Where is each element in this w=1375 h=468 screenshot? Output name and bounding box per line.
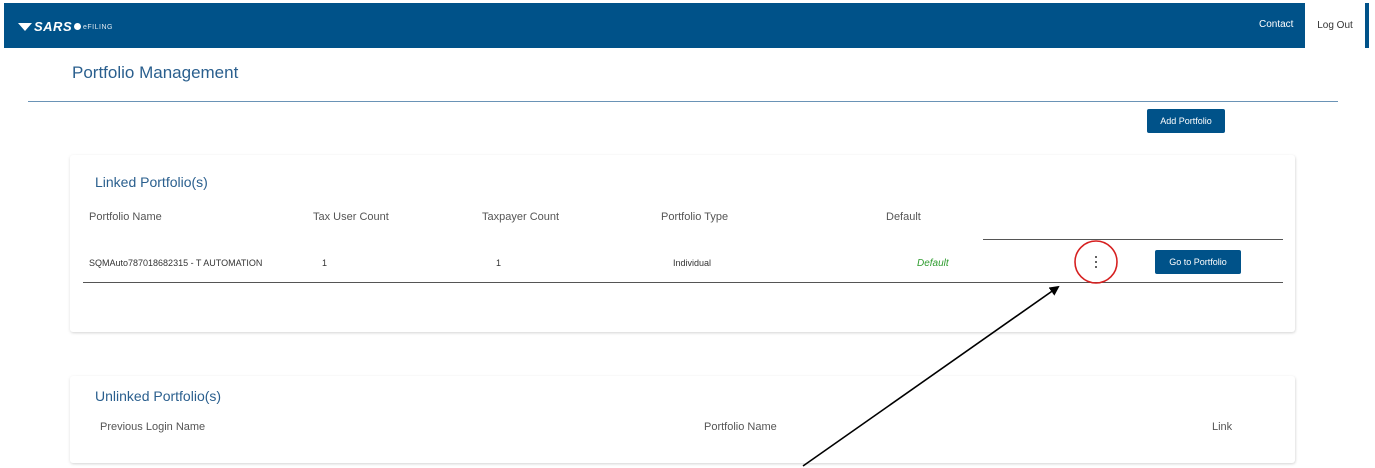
row-divider-top: [983, 239, 1283, 240]
unlinked-portfolios-card: [70, 376, 1295, 463]
col-default: Default: [886, 211, 921, 223]
col-portfolio-type: Portfolio Type: [661, 211, 729, 223]
col-taxpayer-count: Taxpayer Count: [482, 211, 560, 223]
more-vertical-icon[interactable]: [1092, 254, 1100, 270]
col-link: Link: [1212, 421, 1233, 433]
portfolio-type-cell: Individual: [673, 258, 712, 268]
taxpayer-count-cell: 1: [496, 258, 502, 268]
efiling-logo: eFILING: [74, 23, 113, 31]
efiling-icon: [74, 23, 81, 30]
col-previous-login-name: Previous Login Name: [100, 421, 206, 433]
row-divider-bottom: [83, 282, 1283, 283]
logo-text: SARS: [34, 19, 73, 34]
title-divider: [28, 101, 1338, 102]
col-tax-user-count: Tax User Count: [313, 211, 389, 223]
col-portfolio-name: Portfolio Name: [89, 211, 162, 223]
top-nav-bar: SARS eFILING: [4, 3, 1369, 48]
sars-logo[interactable]: SARS: [18, 19, 72, 34]
add-portfolio-button[interactable]: Add Portfolio: [1147, 109, 1225, 133]
go-to-portfolio-button[interactable]: Go to Portfolio: [1155, 250, 1241, 274]
portfolio-name-cell: SQMAuto787018682315 - T AUTOMATION: [89, 258, 263, 268]
linked-portfolios-card: [70, 155, 1295, 332]
logout-button[interactable]: Log Out: [1305, 3, 1365, 48]
contact-link[interactable]: Contact: [1259, 19, 1294, 30]
tax-user-count-cell: 1: [322, 258, 328, 268]
unlinked-portfolios-title: Unlinked Portfolio(s): [95, 388, 222, 404]
sars-logo-icon: [18, 23, 32, 31]
page-title: Portfolio Management: [72, 63, 239, 82]
linked-portfolios-title: Linked Portfolio(s): [95, 174, 208, 190]
default-badge: Default: [917, 258, 949, 269]
efiling-text: eFILING: [83, 24, 113, 31]
col-unlinked-portfolio-name: Portfolio Name: [704, 421, 777, 433]
